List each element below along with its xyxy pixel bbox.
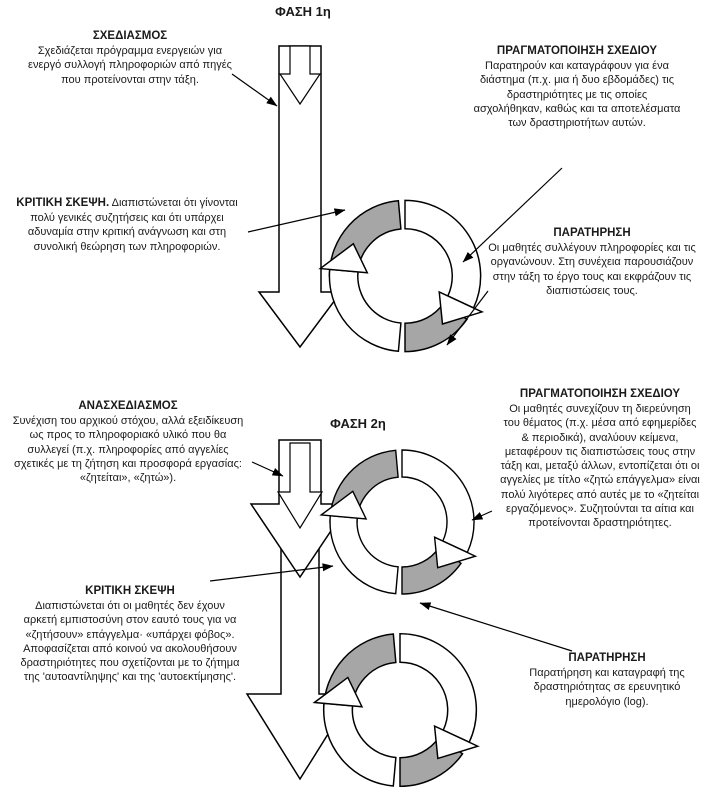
connector-phase2-critical-thinking-arrow [209,563,334,582]
phase2-replanning-title: ΑΝΑΣΧΕΔΙΑΣΜΟΣ [78,400,178,412]
phase2-implementation-title: ΠΡΑΓΜΑΤΟΠΟΙΗΣΗ ΣΧΕΔΙΟΥ [519,388,681,400]
phase2-implementation-body: Οι μαθητές συνεχίζουν τη διερεύνηση του … [500,402,700,530]
phase2-label: ΦΑΣΗ 2η [330,416,386,431]
phase1-cycle-arrows-icon [319,199,483,353]
phase1-critical-thinking-body: Διαπιστώνεται ότι γίνονται πολύ γενικές … [27,197,238,253]
connector-phase1-planning-arrow [231,73,278,107]
phase1-planning-title: ΣΧΕΔΙΑΣΜΟΣ [92,30,168,42]
connector-phase1-observation-arrow [446,290,489,346]
phase1-inner-down-arrow [278,45,322,106]
phase2-observation-body: Παρατήρηση και καταγραφή της δραστηριότη… [529,666,685,708]
phase1-implementation-body: Παρατηρούν και καταγράφουν για ένα διάστ… [473,59,681,130]
phase1-critical-thinking-note: ΚΡΙΤΙΚΗ ΣΚΕΨΗ. Διαπιστώνεται ότι γίνοντα… [8,196,246,254]
phase2-replanning-note: ΑΝΑΣΧΕΔΙΑΣΜΟΣ Συνέχιση του αρχικού στόχο… [8,399,248,485]
phase2-inner-down-arrow [276,442,324,530]
connector-phase2-replanning-arrow [251,461,284,477]
phase1-main-down-arrow [257,45,343,349]
phase1-observation-note: ΠΑΡΑΤΗΡΗΣΗ Οι μαθητές συλλέγουν πληροφορ… [482,226,702,298]
phase1-planning-note: ΣΧΕΔΙΑΣΜΟΣ Σχεδιάζεται πρόγραμμα ενεργει… [25,29,235,87]
phase2-cycle-arrows-icon-upper [320,449,477,595]
connector-phase1-implementation-arrow [462,167,563,263]
phase2-implementation-note: ΠΡΑΓΜΑΤΟΠΟΙΗΣΗ ΣΧΕΔΙΟΥ Οι μαθητές συνεχί… [500,387,700,531]
phase2-replanning-body: Συνέχιση του αρχικού στόχου, αλλά εξειδί… [12,414,244,485]
phase1-label: ΦΑΣΗ 1η [275,4,331,19]
phase2-critical-thinking-body: Διαπιστώνεται ότι οι μαθητές δεν έχουν α… [20,599,240,684]
phase1-implementation-title: ΠΡΑΓΜΑΤΟΠΟΙΗΣΗ ΣΧΕΔΙΟΥ [496,45,658,57]
connector-phase2-implementation-arrow [471,510,493,521]
phase2-observation-note: ΠΑΡΑΤΗΡΗΣΗ Παρατήρηση και καταγραφή της … [508,651,706,709]
phase2-critical-thinking-note: ΚΡΙΤΙΚΗ ΣΚΕΨΗ Διαπιστώνεται ότι οι μαθητ… [18,584,242,685]
phase2-observation-title: ΠΑΡΑΤΗΡΗΣΗ [568,652,646,664]
connector-phase1-critical-thinking-arrow [247,208,346,233]
phase1-planning-body: Σχεδιάζεται πρόγραμμα ενεργειών για ενερ… [28,44,232,86]
phase2-critical-thinking-title: ΚΡΙΤΙΚΗ ΣΚΕΨΗ [85,585,175,597]
phase2-cycle-arrows-icon-lower [313,632,479,788]
connector-phase2-observation-arrow [419,602,573,652]
phase1-implementation-note: ΠΡΑΓΜΑΤΟΠΟΙΗΣΗ ΣΧΕΔΙΟΥ Παρατηρούν και κα… [472,44,682,130]
phase1-observation-body: Οι μαθητές συλλέγουν πληροφορίες και τις… [488,241,696,297]
phase1-critical-thinking-title: ΚΡΙΤΙΚΗ ΣΚΕΨΗ. [16,197,110,209]
phase1-observation-title: ΠΑΡΑΤΗΡΗΣΗ [553,227,631,239]
